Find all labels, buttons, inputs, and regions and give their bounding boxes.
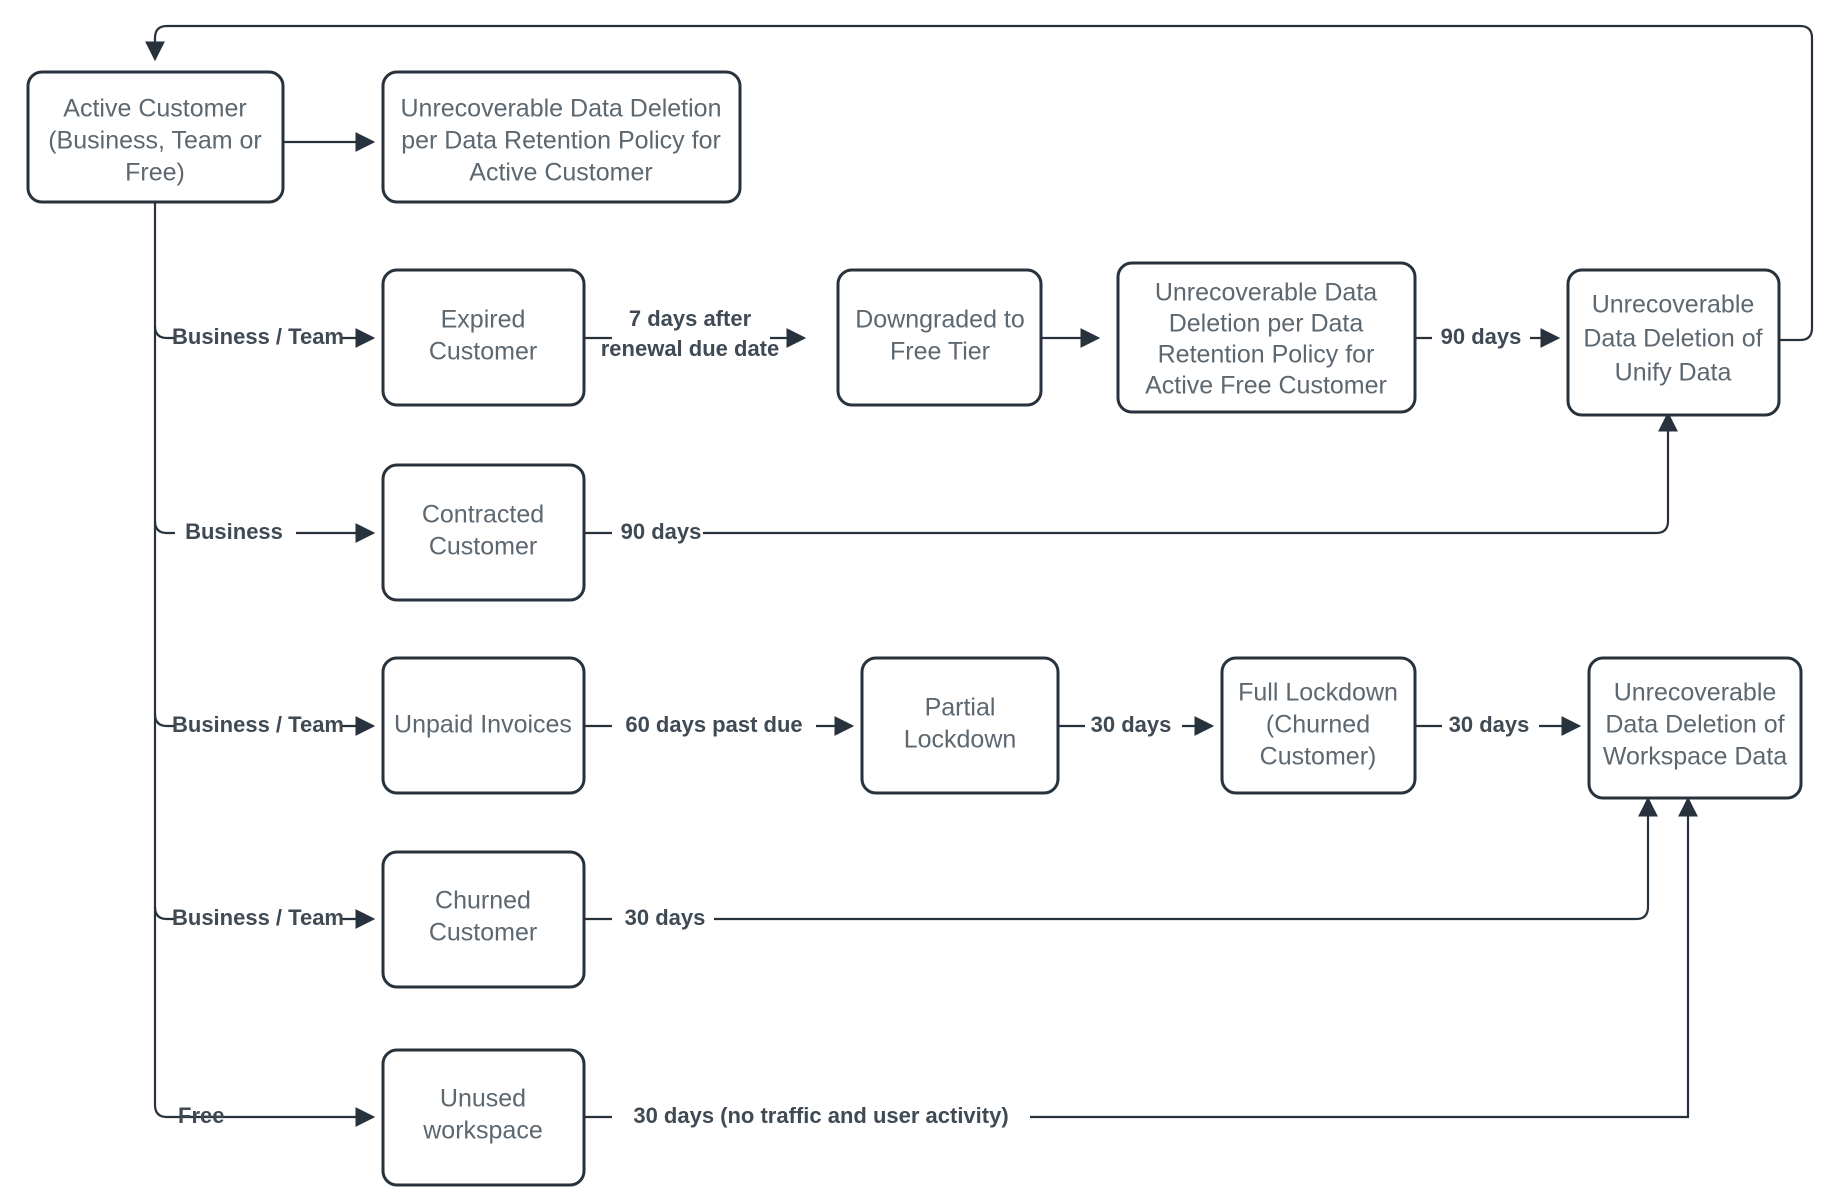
node-churned-line2: Customer (429, 919, 537, 947)
node-unify-line3: Unify Data (1615, 359, 1732, 387)
node-deletion-free-line1: Unrecoverable Data (1155, 279, 1377, 307)
node-contracted-line2: Customer (429, 533, 537, 561)
node-deletion-workspace-data[interactable]: Unrecoverable Data Deletion of Workspace… (1587, 656, 1803, 800)
node-workspace-line1: Unrecoverable (1614, 679, 1777, 707)
edge-branch-unused: Free (175, 1103, 376, 1128)
node-full-lockdown[interactable]: Full Lockdown (Churned Customer) (1220, 656, 1417, 795)
edge-branch-unpaid: Business / Team (153, 712, 376, 737)
node-unify-line2: Data Deletion of (1583, 325, 1762, 353)
node-unpaid-invoices[interactable]: Unpaid Invoices (381, 656, 586, 795)
edge-branch-expired: Business / Team (153, 324, 376, 349)
node-partial-lockdown-box[interactable] (860, 656, 1060, 795)
node-full-lockdown-box[interactable] (1220, 656, 1417, 795)
edge-spine-vertical (153, 202, 175, 1119)
node-unused-workspace[interactable]: Unused workspace (381, 1048, 586, 1187)
edge-label-business-team-3: Business / Team (172, 905, 344, 930)
node-active-customer-line1: Active Customer (63, 95, 246, 123)
edge-branch-churned: Business / Team (153, 905, 376, 930)
node-unused-line1: Unused (440, 1085, 526, 1113)
node-deletion-active-free-customer[interactable]: Unrecoverable Data Deletion per Data Ret… (1116, 261, 1417, 414)
node-active-customer-box[interactable] (26, 70, 285, 204)
node-churned-line1: Churned (435, 887, 531, 915)
node-unpaid-invoices-box[interactable] (381, 656, 586, 795)
edge-label-30days-churned: 30 days (625, 905, 706, 930)
edge-unify-to-active-loop (145, 24, 1814, 342)
edge-label-30days-full: 30 days (1449, 712, 1530, 737)
edge-branch-contracted: Business (153, 519, 376, 544)
node-downgraded-line2: Free Tier (890, 338, 990, 366)
node-partial-line2: Lockdown (904, 726, 1017, 754)
node-workspace-line2: Data Deletion of (1605, 711, 1784, 739)
node-active-customer-line3: Free) (125, 159, 185, 187)
node-full-line1: Full Lockdown (1238, 679, 1398, 707)
node-churned-customer[interactable]: Churned Customer (381, 850, 586, 989)
node-contracted-line1: Contracted (422, 501, 544, 529)
edge-label-90days-unify: 90 days (1441, 324, 1522, 349)
node-deletion-active-customer[interactable]: Unrecoverable Data Deletion per Data Ret… (381, 70, 742, 204)
node-deletion-free-line4: Active Free Customer (1145, 372, 1387, 400)
node-deletion-free-line2: Deletion per Data (1169, 310, 1364, 338)
node-deletion-active-free-box[interactable] (1116, 261, 1417, 414)
node-deletion-active-line1: Unrecoverable Data Deletion (400, 95, 721, 123)
node-expired-customer[interactable]: Expired Customer (381, 268, 586, 407)
edge-label-business-team-2: Business / Team (172, 712, 344, 737)
node-partial-lockdown[interactable]: Partial Lockdown (860, 656, 1060, 795)
node-downgraded-line1: Downgraded to (855, 306, 1025, 334)
node-downgraded-free-tier-box[interactable] (836, 268, 1043, 407)
node-churned-customer-box[interactable] (381, 850, 586, 989)
edge-label-business: Business (185, 519, 283, 544)
edge-label-7days-line2: renewal due date (601, 336, 780, 361)
edge-label-30days-partial: 30 days (1091, 712, 1172, 737)
edge-label-free: Free (178, 1103, 224, 1128)
node-deletion-unify-data-box[interactable] (1566, 268, 1781, 417)
node-active-customer-line2: (Business, Team or (48, 127, 262, 155)
edge-unpaid-to-partial: 60 days past due (584, 712, 855, 737)
node-partial-line1: Partial (925, 694, 996, 722)
node-downgraded-free-tier[interactable]: Downgraded to Free Tier (836, 268, 1043, 407)
edge-label-30days-unused: 30 days (no traffic and user activity) (633, 1103, 1008, 1128)
node-unused-workspace-box[interactable] (381, 1048, 586, 1187)
node-unused-line2: workspace (422, 1117, 543, 1145)
node-full-line3: Customer) (1260, 743, 1377, 771)
edge-label-business-team-1: Business / Team (172, 324, 344, 349)
edge-expired-to-downgraded: 7 days after renewal due date (577, 306, 807, 361)
node-deletion-active-line2: per Data Retention Policy for (401, 127, 721, 155)
edge-churned-to-workspace: 30 days (584, 796, 1658, 930)
node-deletion-workspace-data-box[interactable] (1587, 656, 1803, 800)
edge-unused-to-workspace: 30 days (no traffic and user activity) (584, 796, 1698, 1128)
node-contracted-customer-box[interactable] (381, 463, 586, 602)
node-deletion-unify-data[interactable]: Unrecoverable Data Deletion of Unify Dat… (1566, 268, 1781, 417)
edge-label-60days: 60 days past due (625, 712, 802, 737)
edge-partial-to-full: 30 days (1058, 712, 1215, 737)
edge-label-90days-contracted: 90 days (621, 519, 702, 544)
node-deletion-active-line3: Active Customer (469, 159, 652, 187)
edge-full-to-workspace: 30 days (1415, 712, 1582, 737)
node-expired-line2: Customer (429, 338, 537, 366)
node-expired-customer-box[interactable] (381, 268, 586, 407)
edge-deletion-free-to-unify: 90 days (1404, 324, 1561, 349)
node-contracted-customer[interactable]: Contracted Customer (381, 463, 586, 602)
node-active-customer[interactable]: Active Customer (Business, Team or Free) (26, 70, 285, 204)
node-expired-line1: Expired (441, 306, 526, 334)
node-deletion-active-customer-box[interactable] (381, 70, 742, 204)
edge-label-7days-line1: 7 days after (629, 306, 752, 331)
node-unpaid-line1: Unpaid Invoices (394, 711, 572, 739)
node-workspace-line3: Workspace Data (1603, 743, 1787, 771)
node-deletion-free-line3: Retention Policy for (1158, 341, 1375, 369)
edge-contracted-to-unify: 90 days (584, 411, 1678, 544)
node-full-line2: (Churned (1266, 711, 1370, 739)
node-unify-line1: Unrecoverable (1592, 291, 1755, 319)
